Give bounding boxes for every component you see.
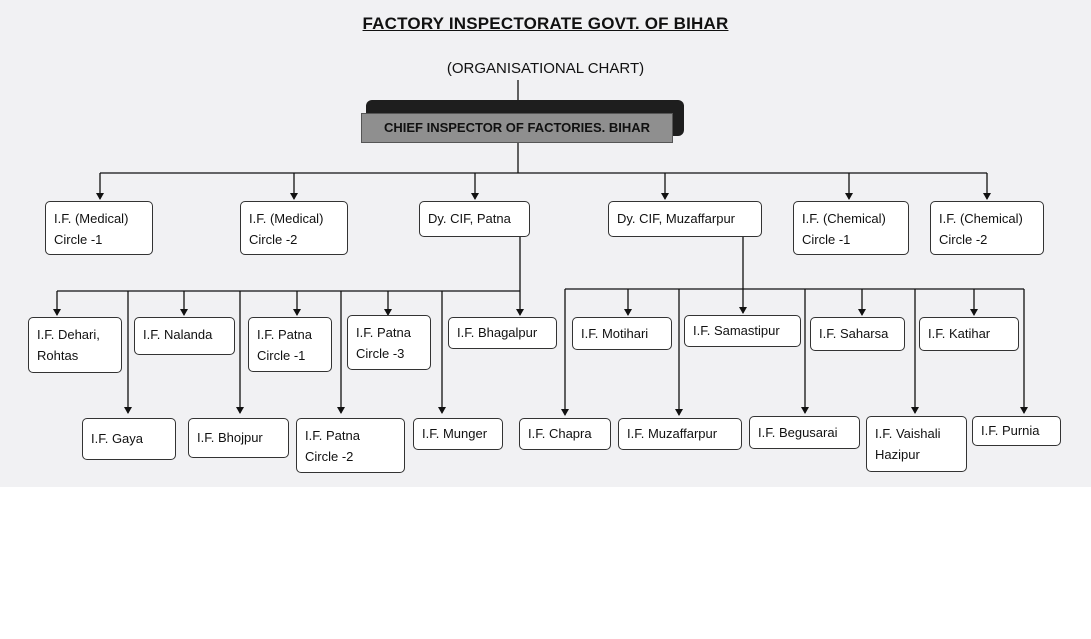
node-line: Circle -2 <box>249 232 298 247</box>
node-if-chapra: I.F. Chapra <box>519 418 611 450</box>
node-line: Circle -1 <box>802 232 851 247</box>
node-line: I.F. (Medical) <box>249 211 324 226</box>
node-line: I.F. (Medical) <box>54 211 129 226</box>
node-if-bhagalpur: I.F. Bhagalpur <box>448 317 557 349</box>
node-if-patna-circle-1: I.F. Patna Circle -1 <box>248 317 332 372</box>
node-if-dehari-rohtas: I.F. Dehari, Rohtas <box>28 317 122 373</box>
node-if-purnia: I.F. Purnia <box>972 416 1061 446</box>
node-if-patna-circle-2: I.F. Patna Circle -2 <box>296 418 405 473</box>
node-line: Circle -2 <box>939 232 988 247</box>
node-line: I.F. Patna <box>356 325 411 340</box>
node-if-muzaffarpur: I.F. Muzaffarpur <box>618 418 742 450</box>
node-if-medical-circle-2: I.F. (Medical) Circle -2 <box>240 201 348 255</box>
node-dy-cif-muzaffarpur: Dy. CIF, Muzaffarpur <box>608 201 762 237</box>
node-line: Circle -3 <box>356 346 405 361</box>
node-line: Hazipur <box>875 447 920 462</box>
node-if-nalanda: I.F. Nalanda <box>134 317 235 355</box>
chart-title: FACTORY INSPECTORATE GOVT. OF BIHAR <box>362 14 729 33</box>
node-if-begusarai: I.F. Begusarai <box>749 416 860 449</box>
node-if-katihar: I.F. Katihar <box>919 317 1019 351</box>
node-if-saharsa: I.F. Saharsa <box>810 317 905 351</box>
chart-subtitle: (ORGANISATIONAL CHART) <box>446 60 645 77</box>
node-if-patna-circle-3: I.F. Patna Circle -3 <box>347 315 431 370</box>
node-line: Circle -1 <box>54 232 103 247</box>
scanned-document <box>0 0 1091 487</box>
node-line: I.F. Patna <box>305 428 360 443</box>
node-line: Circle -2 <box>305 449 354 464</box>
node-dy-cif-patna: Dy. CIF, Patna <box>419 201 530 237</box>
node-if-vaishali-hazipur: I.F. Vaishali Hazipur <box>866 416 967 472</box>
node-if-bhojpur: I.F. Bhojpur <box>188 418 289 458</box>
node-line: I.F. Dehari, <box>37 327 100 342</box>
node-line: I.F. (Chemical) <box>802 211 886 226</box>
node-line: I.F. Vaishali <box>875 426 941 441</box>
node-line: I.F. (Chemical) <box>939 211 1023 226</box>
node-line: Rohtas <box>37 348 79 363</box>
node-if-medical-circle-1: I.F. (Medical) Circle -1 <box>45 201 153 255</box>
node-if-chemical-circle-1: I.F. (Chemical) Circle -1 <box>793 201 909 255</box>
node-if-motihari: I.F. Motihari <box>572 317 672 350</box>
connector-lines <box>53 80 1028 416</box>
node-line: I.F. Patna <box>257 327 312 342</box>
node-line: Circle -1 <box>257 348 306 363</box>
node-if-chemical-circle-2: I.F. (Chemical) Circle -2 <box>930 201 1044 255</box>
node-if-munger: I.F. Munger <box>413 418 503 450</box>
chief-inspector-box: CHIEF INSPECTOR OF FACTORIES. BIHAR <box>361 113 673 143</box>
node-if-samastipur: I.F. Samastipur <box>684 315 801 347</box>
node-if-gaya: I.F. Gaya <box>82 418 176 460</box>
